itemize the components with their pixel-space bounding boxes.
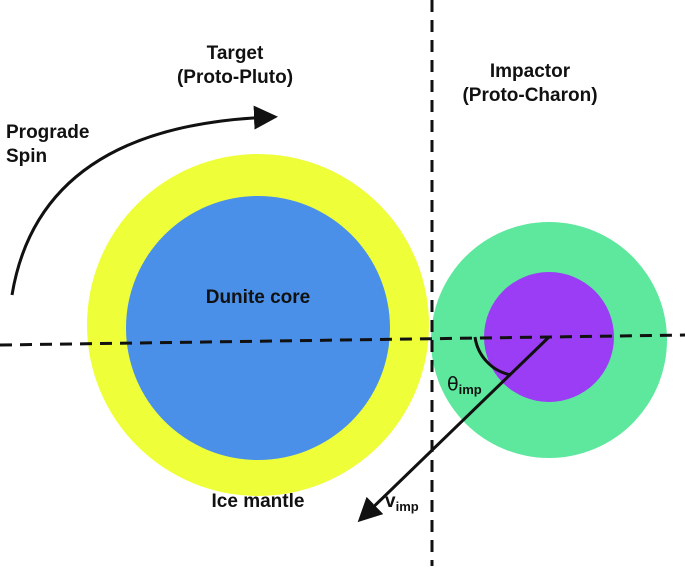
impactor-title: Impactor (489, 61, 571, 82)
target-dunite-core (126, 196, 390, 460)
v-symbol: v (385, 491, 396, 512)
theta-imp-label: θimp (447, 372, 482, 402)
prograde-spin-arrow (10, 105, 278, 296)
v-subscript: imp (395, 499, 419, 514)
dunite-core-label: Dunite core (205, 287, 311, 308)
theta-subscript: imp (458, 382, 482, 397)
impactor-subtitle: (Proto-Charon) (462, 85, 598, 106)
spin-line1: Prograde (6, 122, 90, 143)
v-imp-label: vimp (385, 490, 419, 519)
theta-symbol: θ (447, 373, 459, 395)
impactor-label: Impactor (Proto-Charon) (440, 60, 620, 108)
horizontal-dashed-line (0, 333, 685, 347)
target-label: Target (Proto-Pluto) (160, 42, 310, 90)
impact-angle-arc (473, 336, 512, 377)
spin-line2: Spin (6, 146, 48, 167)
target-title: Target (206, 43, 264, 64)
target-subtitle: (Proto-Pluto) (176, 67, 294, 88)
velocity-arrow (357, 335, 551, 523)
ice-mantle-label: Ice mantle (211, 491, 305, 512)
prograde-spin-label: Prograde Spin (6, 121, 89, 169)
